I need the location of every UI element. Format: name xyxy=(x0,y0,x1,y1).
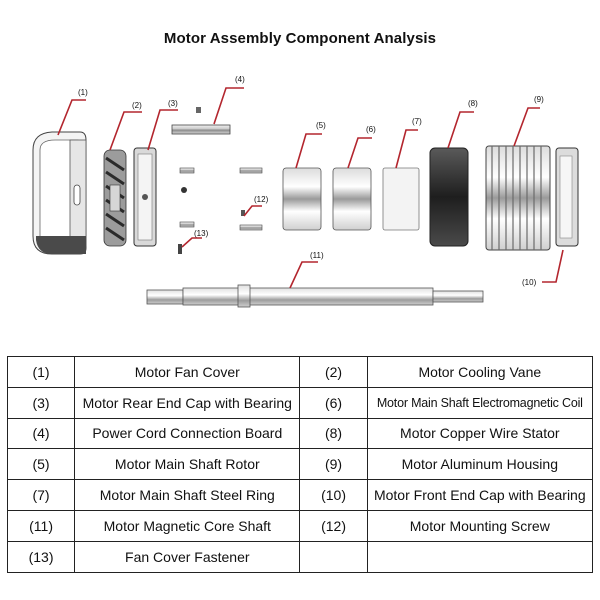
table-row: (3)Motor Rear End Cap with Bearing(6)Mot… xyxy=(6,386,594,419)
component-number: (13) xyxy=(6,540,76,573)
callout-8: (8) xyxy=(468,99,478,108)
component-number: (11) xyxy=(6,509,76,542)
callout-leaders xyxy=(57,87,564,289)
callout-9: (9) xyxy=(534,95,544,104)
component-table: (1)Motor Fan Cover(2)Motor Cooling Vane(… xyxy=(6,356,594,573)
callout-12: (12) xyxy=(254,195,269,204)
component-number: (10) xyxy=(299,479,368,511)
component-number: (7) xyxy=(6,479,76,511)
table-row: (11)Motor Magnetic Core Shaft(12)Motor M… xyxy=(6,509,594,542)
electromagnetic-coil-part xyxy=(332,167,372,231)
stator-part xyxy=(429,147,469,247)
component-name: Motor Main Shaft Steel Ring xyxy=(74,479,301,511)
table-row: (4)Power Cord Connection Board(8)Motor C… xyxy=(6,417,594,450)
rear-end-cap-part xyxy=(133,147,157,247)
component-name: Motor Main Shaft Rotor xyxy=(74,448,301,481)
component-name: Motor Copper Wire Stator xyxy=(366,417,594,450)
table-row: (5)Motor Main Shaft Rotor(9)Motor Alumin… xyxy=(6,448,594,481)
exploded-motor-diagram: (1) (2) (3) (4) (5) (6) (7) (8) (9) (10)… xyxy=(32,75,579,308)
front-end-cap-part xyxy=(555,147,579,247)
component-number xyxy=(299,540,368,573)
component-number: (5) xyxy=(6,448,76,481)
steel-ring-part xyxy=(382,167,420,231)
component-name: Motor Fan Cover xyxy=(74,356,301,388)
cooling-vane-part xyxy=(103,149,127,247)
component-name: Motor Rear End Cap with Bearing xyxy=(74,386,301,419)
component-name: Motor Main Shaft Electromagnetic Coil xyxy=(366,386,594,419)
component-number: (2) xyxy=(299,356,368,388)
callout-5: (5) xyxy=(316,121,326,130)
callout-7: (7) xyxy=(412,117,422,126)
callout-6: (6) xyxy=(366,125,376,134)
callout-2: (2) xyxy=(132,101,142,110)
table-row: (7)Motor Main Shaft Steel Ring(10)Motor … xyxy=(6,479,594,511)
component-number: (6) xyxy=(299,386,368,419)
connection-board-part xyxy=(171,107,231,135)
component-name xyxy=(366,540,594,573)
callout-11: (11) xyxy=(310,251,324,260)
component-number: (12) xyxy=(299,509,368,542)
component-number: (4) xyxy=(6,417,76,450)
component-number: (1) xyxy=(6,356,76,388)
table-row: (13)Fan Cover Fastener xyxy=(6,540,594,573)
component-name: Fan Cover Fastener xyxy=(74,540,301,573)
callout-1: (1) xyxy=(78,88,88,97)
fan-cover-fastener-part xyxy=(178,244,182,254)
component-name: Motor Mounting Screw xyxy=(366,509,594,542)
component-name: Motor Cooling Vane xyxy=(366,356,594,388)
rotor-part xyxy=(282,167,322,231)
callout-4: (4) xyxy=(235,75,245,84)
callout-3: (3) xyxy=(168,99,178,108)
fan-cover-part xyxy=(32,131,87,255)
component-name: Motor Front End Cap with Bearing xyxy=(366,479,594,511)
diagram-title: Motor Assembly Component Analysis xyxy=(163,30,437,47)
callout-13: (13) xyxy=(194,229,209,238)
core-shaft-part xyxy=(146,284,484,308)
component-name: Power Cord Connection Board xyxy=(74,417,301,450)
table-row: (1)Motor Fan Cover(2)Motor Cooling Vane xyxy=(6,356,594,388)
aluminum-housing-part xyxy=(485,145,551,251)
component-name: Motor Aluminum Housing xyxy=(366,448,594,481)
mounting-screws-part xyxy=(179,167,263,231)
component-name: Motor Magnetic Core Shaft xyxy=(74,509,301,542)
callout-10: (10) xyxy=(522,278,537,287)
component-number: (9) xyxy=(299,448,368,481)
component-number: (8) xyxy=(299,417,368,450)
component-number: (3) xyxy=(6,386,76,419)
